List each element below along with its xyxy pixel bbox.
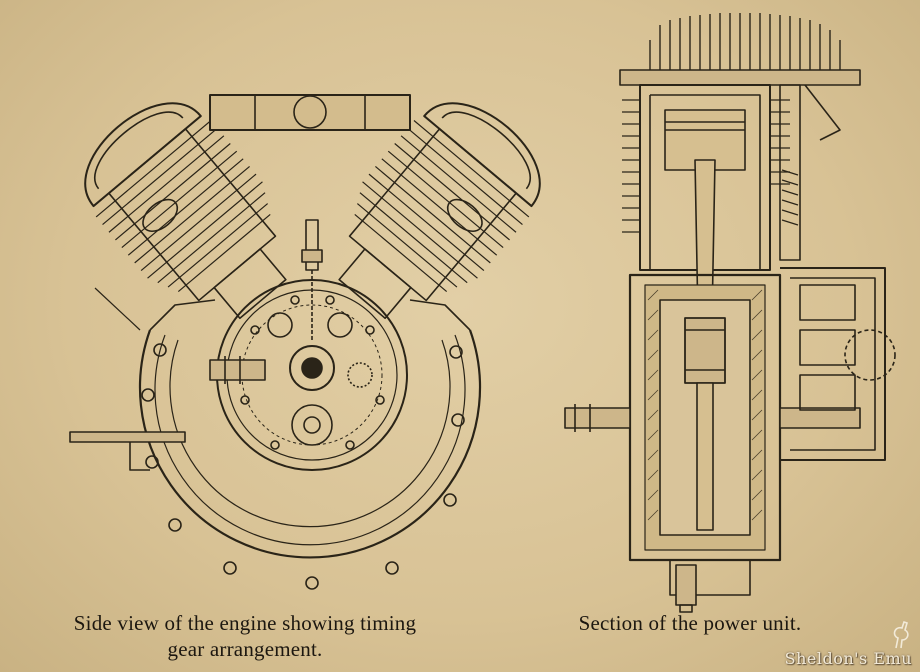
- left-caption-line1: Side view of the engine showing timing: [73, 611, 417, 635]
- left-caption-line2: gear arrangement.: [167, 637, 323, 661]
- side-view-drawing: [69, 94, 541, 590]
- section-view-drawing: [564, 13, 896, 613]
- right-caption: Section of the power unit.: [578, 611, 802, 635]
- emu-logo-icon: [893, 620, 909, 649]
- left-caption: Side view of the engine showing timing g…: [60, 610, 430, 662]
- watermark: Sheldon's Emu: [784, 649, 912, 668]
